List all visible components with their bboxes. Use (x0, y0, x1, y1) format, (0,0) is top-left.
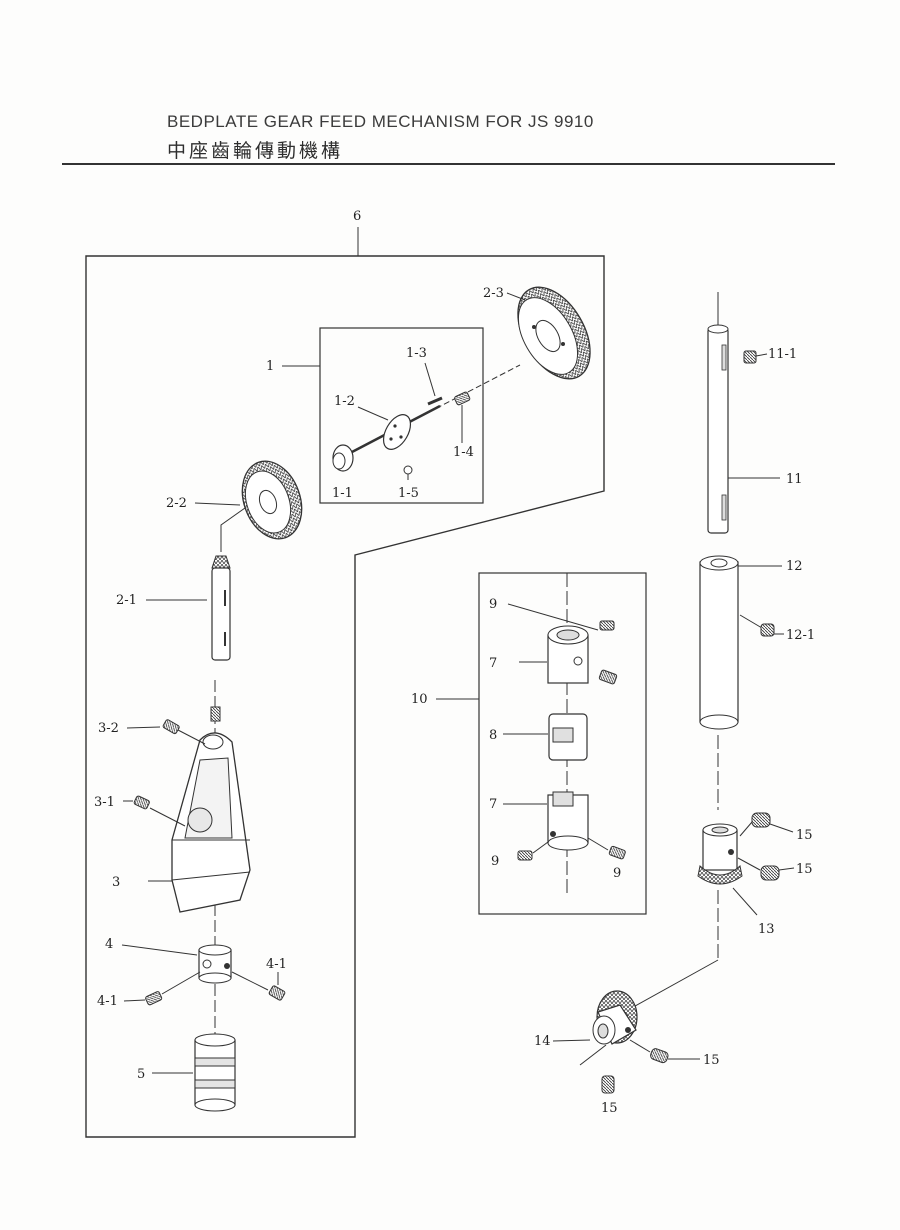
label-10: 10 (411, 692, 428, 707)
screw-part-3-1 (133, 795, 150, 810)
page-subtitle-chinese: 中座齒輪傳動機構 (167, 140, 344, 162)
label-1: 1 (266, 359, 274, 374)
label-2-1: 2-1 (116, 593, 137, 608)
label-13: 13 (758, 922, 775, 937)
axis-15-lower (737, 857, 761, 871)
screw-part-4-1-left (145, 991, 163, 1006)
axis-9-left (532, 841, 549, 854)
coupling-part-7-lower (547, 791, 589, 851)
axis-4-1-left (161, 971, 201, 995)
label-1-4: 1-4 (453, 445, 474, 460)
label-2-3: 2-3 (483, 286, 504, 301)
axis-9-right (587, 837, 609, 851)
tube-part-12 (699, 555, 739, 730)
screw-part-15-bottom (601, 1075, 615, 1094)
label-15-bottom: 15 (601, 1101, 618, 1116)
label-12: 12 (786, 559, 803, 574)
screw-part-9-top (599, 620, 615, 631)
right-axis-to-gear-14 (627, 959, 719, 1011)
leader-4 (121, 944, 198, 956)
screw-part-9-right (608, 845, 626, 860)
leader-15-lower (778, 867, 795, 871)
axis-2-2-to-2-1 (220, 507, 246, 552)
axis-15-right (629, 1039, 651, 1053)
label-7-lower: 7 (489, 797, 497, 812)
gear-collar-part-13 (697, 823, 743, 885)
label-2-2: 2-2 (166, 496, 187, 511)
screw-part-12-1 (760, 623, 775, 637)
label-3-1: 3-1 (94, 795, 115, 810)
label-3: 3 (112, 875, 120, 890)
leader-15-upper (769, 823, 794, 833)
leader-2-2 (194, 502, 241, 506)
label-4: 4 (105, 937, 113, 952)
disc-part-1-2 (382, 414, 412, 450)
leader-14 (552, 1039, 591, 1042)
label-1-1: 1-1 (332, 486, 353, 501)
label-9-right: 9 (613, 866, 621, 881)
bevel-gear-part-14 (592, 990, 638, 1045)
shaft-part-2-1 (211, 555, 231, 661)
label-7-upper: 7 (489, 656, 497, 671)
bevel-gear-part-2-3 (517, 286, 591, 380)
axis-15-upper (739, 821, 753, 837)
leader-9-top (507, 603, 599, 631)
leader-1-2 (357, 406, 389, 421)
label-15-lower: 15 (796, 862, 813, 877)
label-4-1-right: 4-1 (266, 957, 287, 972)
axis-14 (579, 1044, 607, 1066)
label-1-2: 1-2 (334, 394, 355, 409)
label-9-left: 9 (491, 854, 499, 869)
coupling-part-7-upper (547, 625, 589, 684)
leader-11-1 (755, 353, 768, 357)
assembly-1-frame (319, 327, 484, 504)
label-9-top: 9 (489, 597, 497, 612)
label-15-upper: 15 (796, 828, 813, 843)
shaft-part-11 (707, 324, 729, 534)
pin-part-1-3 (427, 396, 443, 406)
assembly-6-frame (85, 255, 605, 1138)
label-4-1-left: 4-1 (97, 994, 118, 1009)
page-title: BEDPLATE GEAR FEED MECHANISM FOR JS 9910 (167, 112, 594, 131)
leader-2-3 (506, 292, 526, 301)
crank-part-3 (171, 732, 251, 913)
axis-12-1 (739, 614, 763, 629)
axis-3-2 (177, 729, 206, 745)
screw-part-9-left (517, 850, 533, 861)
label-1-3: 1-3 (406, 346, 427, 361)
bevel-gear-part-2-2 (241, 460, 303, 540)
label-12-1: 12-1 (786, 628, 815, 643)
label-6: 6 (353, 209, 361, 224)
screw-part-15-lower (760, 865, 780, 881)
label-11-1: 11-1 (768, 347, 797, 362)
axis-3-1 (149, 807, 186, 827)
assembly-10-frame (478, 572, 647, 915)
screw-part-3-2 (162, 719, 180, 735)
leader-13 (732, 887, 758, 916)
bushing-part-5 (194, 1033, 236, 1112)
label-15-right: 15 (703, 1053, 720, 1068)
label-3-2: 3-2 (98, 721, 119, 736)
screw-part-4-1-right (268, 985, 286, 1001)
label-11: 11 (786, 472, 803, 487)
ball-part-1-5 (403, 465, 413, 480)
label-1-5: 1-5 (398, 486, 419, 501)
label-14: 14 (534, 1034, 551, 1049)
slider-part-8 (548, 713, 588, 761)
leader-1-3 (424, 362, 436, 397)
screw-part-1-4 (454, 391, 471, 406)
label-5: 5 (137, 1067, 145, 1082)
top-set-screw-icon (210, 706, 221, 722)
leader-3-2 (126, 726, 161, 729)
collar-part-4 (198, 944, 232, 984)
screw-part-15-upper (751, 812, 771, 828)
axis-4-1-right (231, 971, 269, 991)
screw-part-9-side (598, 669, 618, 685)
label-8: 8 (489, 728, 497, 743)
screw-part-15-right (650, 1048, 669, 1064)
leader-4-1-left (123, 999, 146, 1002)
screw-part-11-1 (743, 350, 757, 364)
